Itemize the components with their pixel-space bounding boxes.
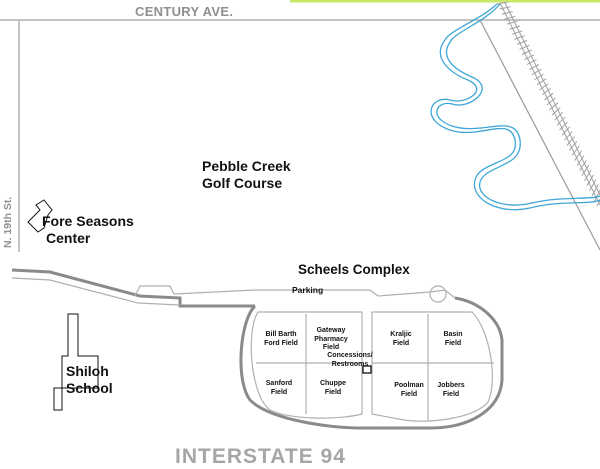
- shiloh-line-1: Shiloh: [66, 363, 113, 380]
- field-bill-barth: Bill Barth Ford Field: [258, 331, 304, 348]
- field-line: Field: [430, 340, 476, 349]
- field-line: Ford Field: [258, 340, 304, 349]
- field-line: Kraljic: [378, 331, 424, 340]
- field-line: Sanford: [256, 380, 302, 389]
- fore-seasons-line-2: Center: [42, 230, 134, 247]
- complex-road: [12, 270, 255, 306]
- golf-course-label: Pebble Creek Golf Course: [202, 158, 291, 192]
- concessions-line-2: Restrooms: [326, 361, 374, 370]
- field-line: Chuppe: [310, 380, 356, 389]
- field-jobbers: Jobbers Field: [428, 382, 474, 399]
- shiloh-label: Shiloh School: [66, 363, 113, 397]
- field-line: Field: [256, 389, 302, 398]
- field-line: Basin: [430, 331, 476, 340]
- right-cluster: [372, 312, 494, 421]
- shiloh-line-2: School: [66, 380, 113, 397]
- field-line: Gateway: [308, 327, 354, 336]
- field-line: Pharmacy: [308, 336, 354, 345]
- field-line: Field: [386, 391, 432, 400]
- century-ave-label: CENTURY AVE.: [135, 4, 233, 19]
- n19th-street-label: N. 19th St.: [2, 197, 14, 248]
- field-gateway: Gateway Pharmacy Field: [308, 327, 354, 353]
- fore-seasons-line-1: Fore Seasons: [42, 213, 134, 230]
- railroad-track: [497, 2, 600, 206]
- parking-label: Parking: [292, 285, 323, 295]
- east-boundary: [480, 20, 600, 250]
- field-basin: Basin Field: [430, 331, 476, 348]
- field-kraljic: Kraljic Field: [378, 331, 424, 348]
- field-line: Poolman: [386, 382, 432, 391]
- railroad-tie: [510, 26, 520, 29]
- field-sanford: Sanford Field: [256, 380, 302, 397]
- field-line: Jobbers: [428, 382, 474, 391]
- railroad-tie: [500, 7, 511, 9]
- field-poolman: Poolman Field: [386, 382, 432, 399]
- complex-label: Scheels Complex: [298, 262, 410, 277]
- concessions-label: Concessions/ Restrooms: [326, 352, 374, 369]
- field-line: Bill Barth: [258, 331, 304, 340]
- field-chuppe: Chuppe Field: [310, 380, 356, 397]
- field-line: Field: [310, 389, 356, 398]
- golf-course-line-2: Golf Course: [202, 175, 291, 192]
- railroad-tie: [507, 21, 518, 24]
- railroad-tie: [502, 12, 513, 15]
- railroad-tie: [505, 16, 516, 19]
- field-line: Field: [308, 344, 354, 353]
- field-line: Field: [428, 391, 474, 400]
- interstate-label: INTERSTATE 94: [175, 445, 346, 469]
- concessions-line-1: Concessions/: [326, 352, 374, 361]
- fore-seasons-label: Fore Seasons Center: [42, 213, 134, 247]
- field-line: Field: [378, 340, 424, 349]
- golf-course-line-1: Pebble Creek: [202, 158, 291, 175]
